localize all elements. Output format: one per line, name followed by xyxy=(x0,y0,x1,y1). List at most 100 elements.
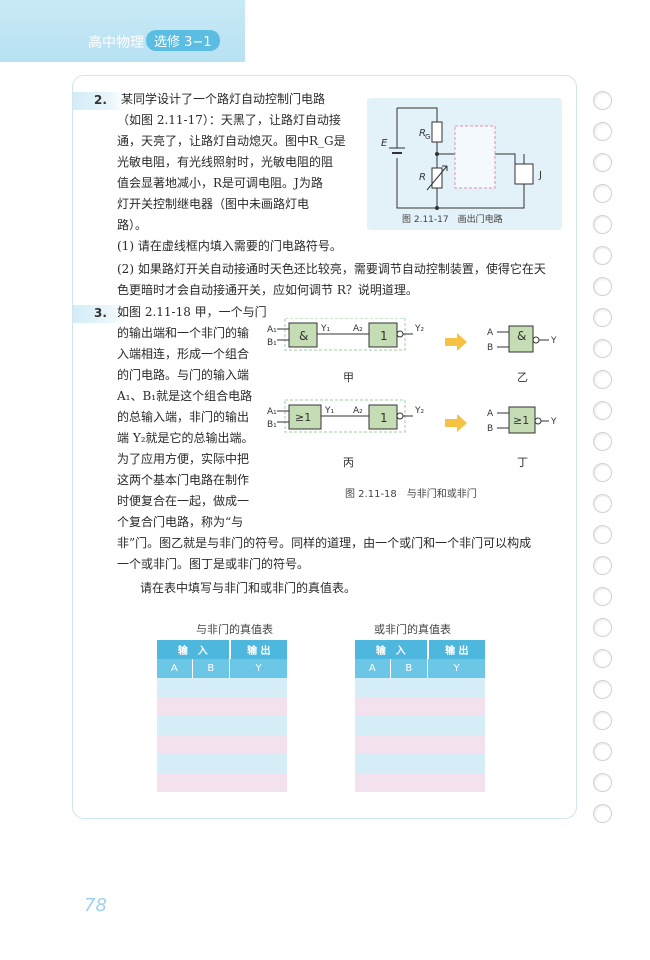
header-volume-badge: 选修 3−1 xyxy=(146,30,220,51)
table-cell[interactable] xyxy=(427,735,485,754)
table-cell[interactable] xyxy=(192,773,230,792)
q2-line: 值会显著地减小，R是可调电阻。J为路 xyxy=(117,176,323,190)
gate-and-symbol: & xyxy=(299,329,308,343)
panel-label-yi: 乙 xyxy=(517,371,528,384)
ring-icon xyxy=(593,308,612,327)
table-row xyxy=(157,678,287,697)
ring-icon xyxy=(593,494,612,513)
gate-or-symbol: ≥1 xyxy=(295,411,311,424)
gate-nor-symbol: ≥1 xyxy=(513,414,529,427)
table-cell[interactable] xyxy=(192,678,230,697)
table-cell[interactable] xyxy=(390,735,428,754)
ring-icon xyxy=(593,804,612,823)
table-cell[interactable] xyxy=(157,716,193,735)
table-cell[interactable] xyxy=(157,678,193,697)
ring-icon xyxy=(593,711,612,730)
table-cell[interactable] xyxy=(229,773,287,792)
arrow-right-icon xyxy=(445,333,467,351)
table-cell[interactable] xyxy=(229,735,287,754)
page-number: 78 xyxy=(84,895,107,916)
gate-not-symbol: 1 xyxy=(380,329,388,343)
q3-line: A₁、B₁就是这个组合电路 xyxy=(117,389,253,403)
gate-nand-symbol: & xyxy=(517,329,526,343)
table-cell[interactable] xyxy=(355,678,391,697)
label-RG: R xyxy=(419,128,426,139)
col-B: B xyxy=(192,659,231,678)
q2-line: 某同学设计了一个路灯自动控制门电路 xyxy=(121,92,326,106)
table-cell[interactable] xyxy=(427,697,485,716)
col-Y: Y xyxy=(229,659,287,678)
panel-label-bing: 丙 xyxy=(343,456,354,469)
table-cell[interactable] xyxy=(355,773,391,792)
table-cell[interactable] xyxy=(390,754,428,773)
table-cell[interactable] xyxy=(229,678,287,697)
panel-label-ding: 丁 xyxy=(517,456,528,469)
table-cell[interactable] xyxy=(390,773,428,792)
table-row xyxy=(157,735,287,754)
ring-icon xyxy=(593,91,612,110)
label-A1: A₁ xyxy=(267,325,277,335)
table-cell[interactable] xyxy=(157,735,193,754)
q3-line: 这两个基本门电路在制作 xyxy=(117,473,250,487)
col-B: B xyxy=(390,659,429,678)
question-3-number: 3. xyxy=(94,306,107,320)
ring-icon xyxy=(593,370,612,389)
ring-icon xyxy=(593,618,612,637)
label-A2: A₂ xyxy=(353,406,363,416)
q2-line: 灯开关控制继电器（图中未画路灯电 xyxy=(117,197,310,211)
table-cell[interactable] xyxy=(192,754,230,773)
label-B1: B₁ xyxy=(267,420,277,430)
question-marker xyxy=(73,92,125,110)
ring-icon xyxy=(593,680,612,699)
q3-full-line1: 非”门。图乙就是与非门的符号。同样的道理，由一个或门和一个非门可以构成 xyxy=(117,536,532,550)
table-cell[interactable] xyxy=(427,678,485,697)
table-cell[interactable] xyxy=(427,716,485,735)
figure-2-11-17-caption: 图 2.11-17 画出门电路 xyxy=(402,213,503,225)
ring-icon xyxy=(593,184,612,203)
table-cell[interactable] xyxy=(192,716,230,735)
q3-line: 端 Y₂就是它的总输出端。 xyxy=(117,431,254,445)
nand-table-title: 与非门的真值表 xyxy=(196,623,273,636)
ring-icon xyxy=(593,339,612,358)
table-cell[interactable] xyxy=(192,735,230,754)
table-cell[interactable] xyxy=(355,697,391,716)
label-Y1: Y₁ xyxy=(324,406,334,416)
header-input: 输 入 xyxy=(157,640,231,659)
ring-icon xyxy=(593,587,612,606)
q3-line: 时便复合在一起，做成一 xyxy=(117,494,250,508)
q3-line: 入端相连，形成一个组合 xyxy=(117,347,250,361)
col-A: A xyxy=(355,659,391,678)
figure-2-11-18-gates: & 1 A₁ B₁ Y₁ A₂ Y₂ 甲 & A B Y 乙 ≥1 1 xyxy=(267,318,557,500)
label-Y: Y xyxy=(550,336,557,346)
header-output: 输 出 xyxy=(427,640,485,659)
table-cell[interactable] xyxy=(192,697,230,716)
q3-full-line2: 一个或非门。图丁是或非门的符号。 xyxy=(117,557,310,571)
col-Y: Y xyxy=(427,659,485,678)
label-E: E xyxy=(381,138,388,149)
ring-icon xyxy=(593,432,612,451)
header-subject: 高中物理 xyxy=(88,35,144,51)
ring-icon xyxy=(593,525,612,544)
table-cell[interactable] xyxy=(355,735,391,754)
ring-icon xyxy=(593,556,612,575)
table-cell[interactable] xyxy=(229,697,287,716)
q3-line: 的门电路。与门的输入端 xyxy=(117,368,250,382)
table-row xyxy=(355,735,485,754)
table-row xyxy=(355,716,485,735)
ring-icon xyxy=(593,215,612,234)
table-cell[interactable] xyxy=(355,754,391,773)
table-cell[interactable] xyxy=(157,754,193,773)
table-cell[interactable] xyxy=(157,773,193,792)
q3-line: 的总输入端，非门的输出 xyxy=(117,410,250,424)
table-cell[interactable] xyxy=(229,716,287,735)
table-cell[interactable] xyxy=(355,716,391,735)
table-cell[interactable] xyxy=(390,716,428,735)
table-cell[interactable] xyxy=(427,773,485,792)
table-cell[interactable] xyxy=(157,697,193,716)
table-cell[interactable] xyxy=(390,678,428,697)
table-cell[interactable] xyxy=(390,697,428,716)
label-A: A xyxy=(487,409,494,419)
table-cell[interactable] xyxy=(427,754,485,773)
table-cell[interactable] xyxy=(229,754,287,773)
table-row xyxy=(355,678,485,697)
